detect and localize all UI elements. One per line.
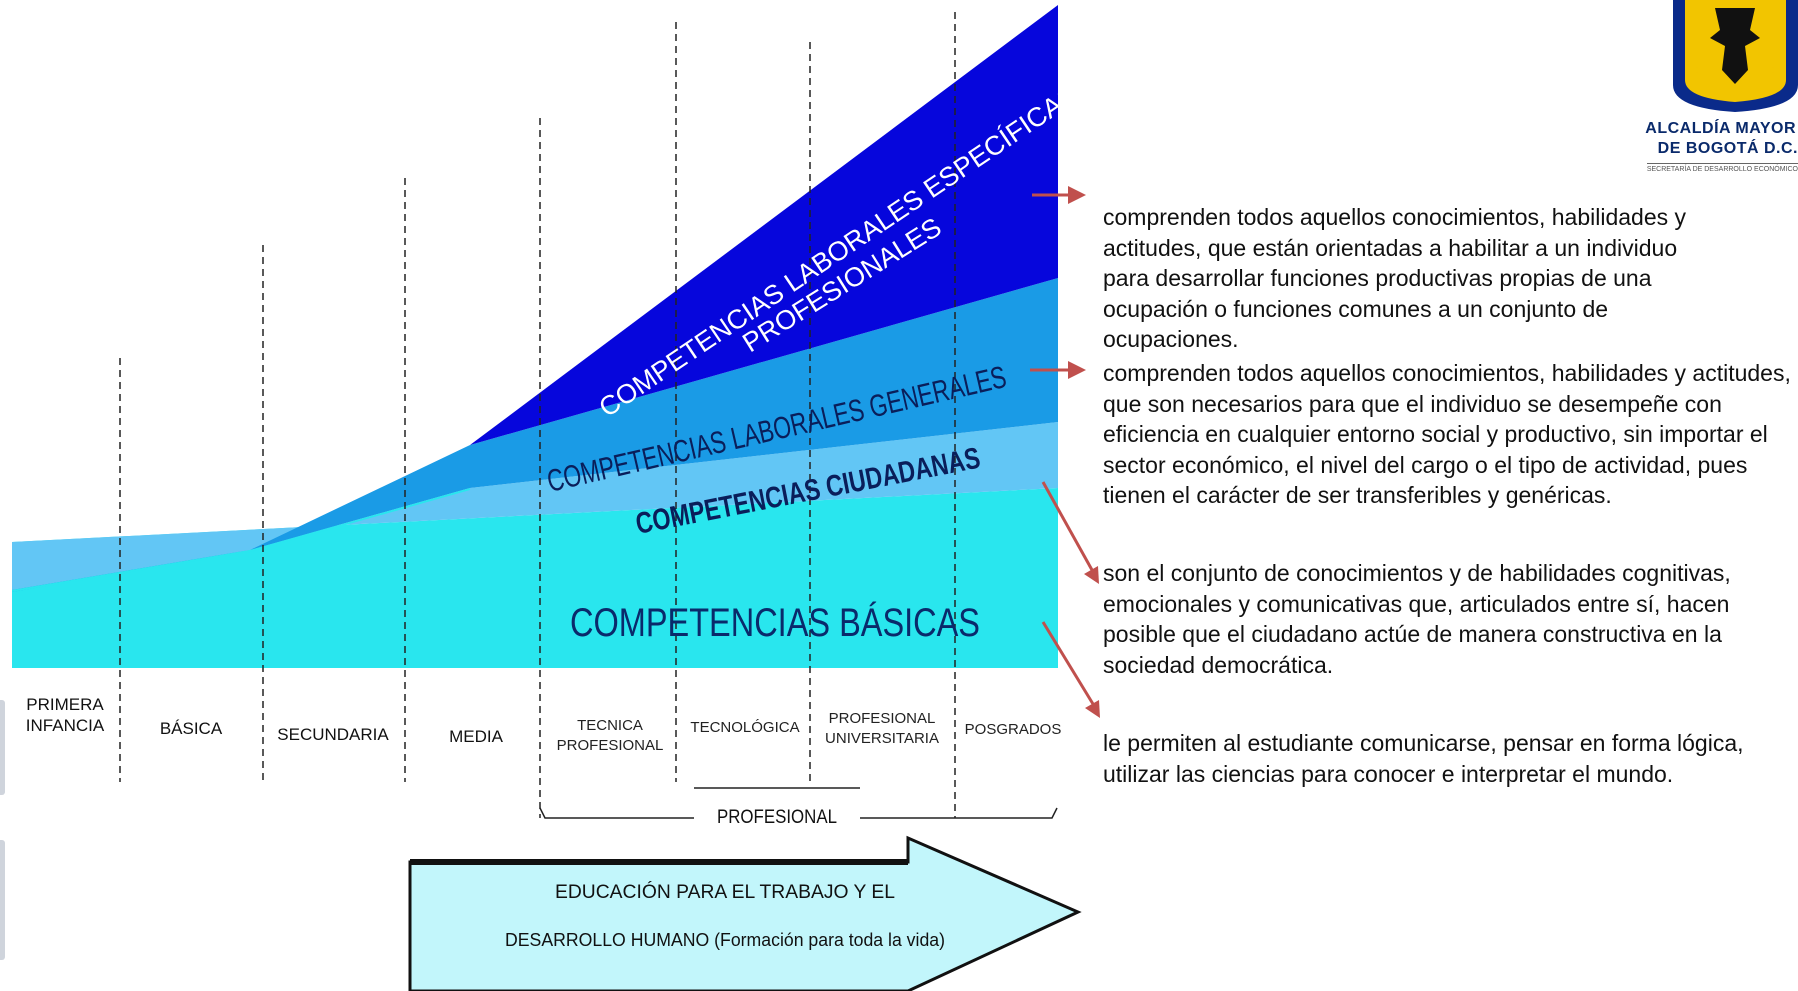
level-label-line2: UNIVERSITARIA [825, 730, 939, 747]
description-generales: comprenden todos aquellos conocimientos,… [1103, 360, 1791, 508]
level-label-line1: TECNICA [577, 717, 643, 734]
pointer-basicas [1041, 621, 1095, 705]
left-edge-tab [0, 700, 5, 795]
level-label-line2: INFANCIA [25, 716, 105, 735]
level-media: MEDIA [449, 726, 503, 747]
level-label-line1: BÁSICA [159, 719, 223, 738]
band-especificas [470, 5, 1058, 445]
logo: ALCALDÍA MAYOR DE BOGOTÁ D.C. SECRETARÍA… [1608, 0, 1798, 190]
level-dividers [119, 12, 956, 818]
arrow-text-line2: DESARROLLO HUMANO (Formación para toda l… [505, 930, 945, 950]
basicas-label: COMPETENCIAS BÁSICAS [570, 600, 980, 645]
level-secundaria: SECUNDARIA [277, 724, 388, 745]
level-label-line1: SECUNDARIA [277, 725, 389, 744]
band-ciudadanas [12, 422, 1058, 590]
description-basicas: le permiten al estudiante comunicarse, p… [1103, 730, 1744, 787]
level-tecnologica: TECNOLÓGICA [690, 718, 799, 738]
level-tecnica-profesional: TECNICA PROFESIONAL [557, 716, 664, 756]
bogota-shield-icon [1673, 0, 1798, 112]
left-edge-tab [0, 840, 5, 960]
level-posgrados: POSGRADOS [965, 720, 1062, 740]
level-label-line1: MEDIA [449, 727, 503, 746]
level-label-line1: PRIMERA [26, 695, 104, 714]
pointer-ciudadanas [1041, 481, 1094, 571]
level-basica: BÁSICA [160, 718, 222, 739]
description-ciudadanas: son el conjunto de conocimientos y de ha… [1103, 560, 1731, 678]
logo-line3: SECRETARÍA DE DESARROLLO ECONÓMICO [1646, 163, 1798, 173]
band-generales [12, 278, 1058, 592]
level-label-line1: PROFESIONAL [828, 710, 936, 727]
arrow-text-line1: EDUCACIÓN PARA EL TRABAJO Y EL [555, 881, 895, 903]
profesional-bracket [539, 787, 1058, 819]
level-profesional-universitaria: PROFESIONAL UNIVERSITARIA [825, 709, 939, 749]
pointer-arrows [1030, 186, 1100, 718]
level-primera-infancia: PRIMERA INFANCIA [26, 694, 104, 736]
description-especificas: comprenden todos aquellos conocimientos,… [1103, 204, 1687, 352]
logo-line1: ALCALDÍA MAYOR [1645, 120, 1796, 137]
logo-line2: DE BOGOTÁ D.C. [1657, 140, 1798, 157]
level-label-line1: TECNOLÓGICA [690, 719, 800, 736]
level-label-line2: PROFESIONAL [556, 737, 664, 754]
profesional-bracket-label: PROFESIONAL [717, 807, 837, 828]
level-label-line1: POSGRADOS [964, 721, 1062, 738]
